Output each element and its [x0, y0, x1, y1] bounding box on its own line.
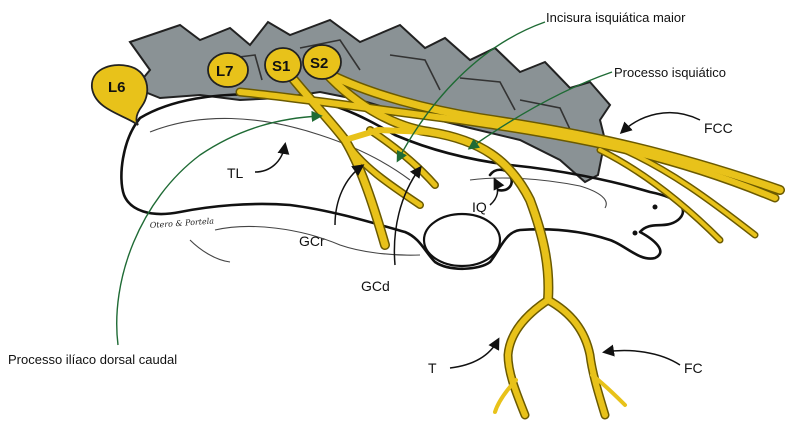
label-gcr: GCr	[299, 233, 325, 249]
label-fc: FC	[684, 360, 703, 376]
segment-s2: S2	[303, 45, 341, 79]
pointer-iq	[490, 180, 498, 205]
segment-label-s1: S1	[272, 58, 290, 75]
pointer-fc	[605, 351, 680, 365]
label-processo-iliaco: Processo ilíaco dorsal caudal	[8, 352, 177, 367]
segment-label-l6: L6	[108, 79, 126, 96]
segment-label-l7: L7	[216, 63, 234, 80]
label-fcc: FCC	[704, 120, 733, 136]
pointer-gcd	[394, 168, 420, 265]
artist-signature: Otero & Portela	[150, 217, 215, 230]
pointer-fcc	[622, 113, 700, 132]
pointer-t	[450, 340, 498, 368]
segment-s1: S1	[265, 48, 301, 82]
segment-l6: L6	[92, 65, 147, 125]
label-tl: TL	[227, 165, 244, 181]
label-incisura: Incisura isquiática maior	[546, 10, 686, 25]
pointer-tl	[255, 145, 285, 172]
label-iq: IQ	[472, 199, 487, 215]
segment-label-s2: S2	[310, 55, 328, 72]
label-processo-isquiatico: Processo isquiático	[614, 65, 726, 80]
label-t: T	[428, 360, 437, 376]
segment-l7: L7	[208, 53, 248, 87]
label-gcd: GCd	[361, 278, 390, 294]
vertebral-column	[130, 20, 610, 182]
